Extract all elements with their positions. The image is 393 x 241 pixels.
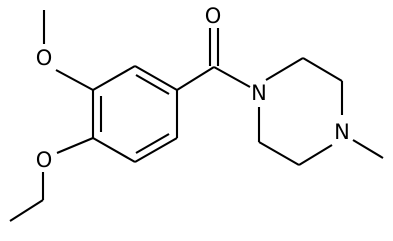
carbonyl-oxygen-label: O — [205, 4, 222, 28]
bond-carbonyl-n1 — [213, 66, 251, 88]
bond-ring-carbonyl — [176, 66, 215, 91]
bond-ring-inner-3 — [135, 133, 170, 154]
atom-labels: O O N N O — [36, 4, 350, 172]
methoxy-oxygen-label: O — [36, 46, 53, 70]
piperazine-n1-label: N — [251, 81, 267, 105]
bond-ring-2 — [134, 65, 178, 91]
bond-pip-5 — [258, 141, 300, 166]
bond-ring-4 — [134, 137, 178, 163]
bond-pip-2 — [302, 57, 343, 82]
bond-ethoxy-o-ring — [56, 137, 94, 154]
bond-ring-5 — [92, 137, 136, 163]
bonds — [9, 10, 384, 222]
ethoxy-oxygen-label: O — [36, 148, 53, 172]
bond-pip-1 — [265, 57, 304, 81]
bond-ethoxy-ch3 — [9, 199, 44, 222]
bond-methoxy-o-ring — [55, 69, 94, 91]
piperazine-n4-label: N — [334, 120, 350, 144]
bond-n-methyl — [352, 139, 384, 159]
bond-pip-4 — [298, 144, 333, 166]
bond-ring-inner-2 — [135, 74, 170, 95]
bond-ring-1 — [92, 65, 136, 91]
